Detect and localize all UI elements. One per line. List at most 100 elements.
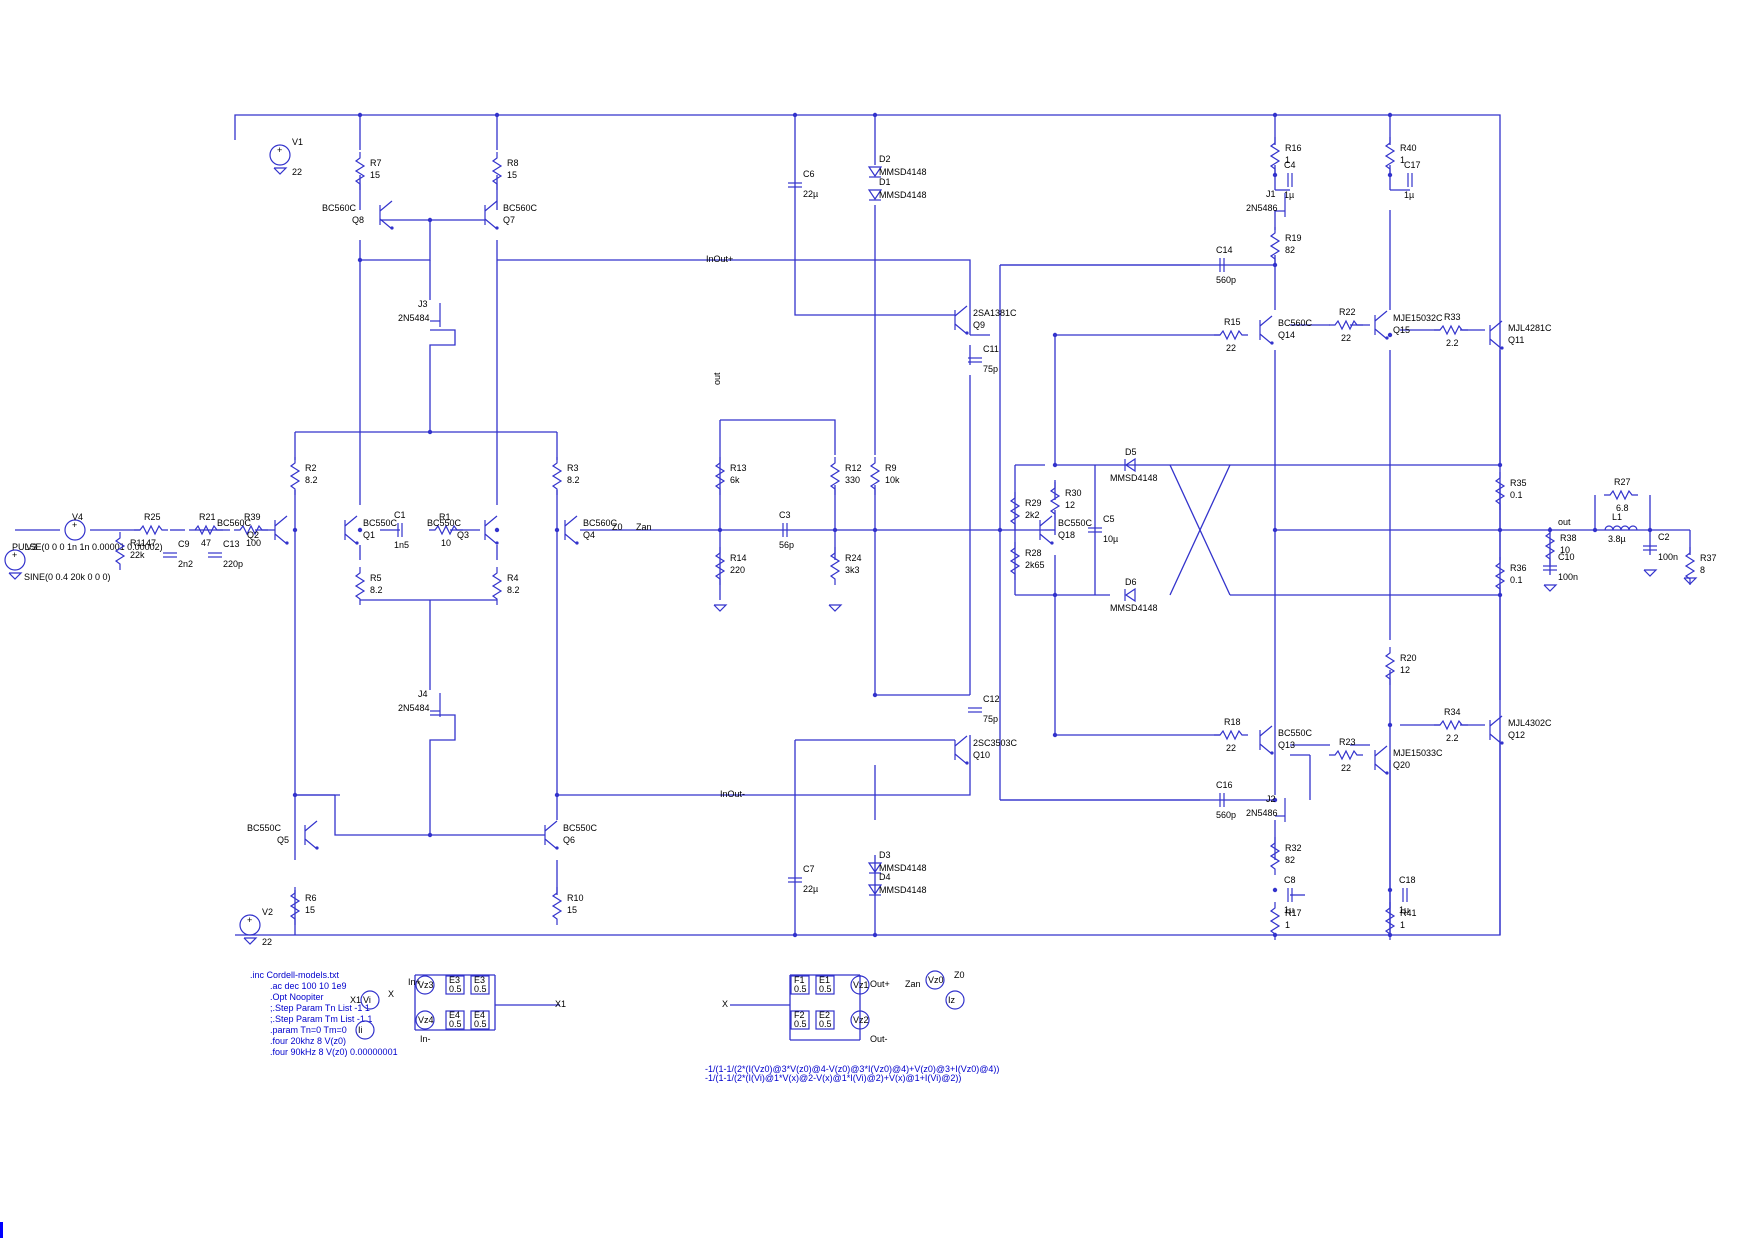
junction-dot <box>792 112 798 118</box>
resistor-symbol <box>1009 542 1021 580</box>
transistor-emitter <box>954 753 968 765</box>
transistor-name: Q11 <box>1508 335 1524 345</box>
junction-dot <box>872 932 878 938</box>
diode-name: D6 <box>1125 577 1137 587</box>
net-label-zan: Zan <box>636 522 652 532</box>
diode-triangle <box>1124 457 1136 473</box>
resistor-symbol <box>1434 324 1468 336</box>
ground-symbol <box>828 604 843 612</box>
diode-triangle <box>1124 587 1136 603</box>
resistor-name: R9 <box>885 463 897 473</box>
capacitor-name: C3 <box>779 510 791 520</box>
inductor-coil <box>1628 525 1638 531</box>
resistor-r2: R28.2 <box>289 457 318 495</box>
ground-triangle <box>1683 577 1698 585</box>
transistor-emitter <box>1039 533 1053 545</box>
resistor-name: R38 <box>1560 533 1577 543</box>
resistor-name: R41 <box>1400 908 1417 918</box>
resistor-name: R7 <box>370 158 382 168</box>
junction-dot <box>872 692 878 698</box>
junction-dot <box>1387 722 1393 728</box>
capacitor-value: 1µ <box>1404 190 1414 200</box>
probe-node-label: X1 <box>555 999 566 1009</box>
source-v4: +V4 <box>64 512 86 541</box>
resistor-symbol <box>869 457 881 495</box>
capacitor-value: 1µ <box>1284 190 1294 200</box>
capacitor-name: C10 <box>1558 552 1575 562</box>
resistor-symbol <box>829 547 841 585</box>
capacitor-value: 560p <box>1216 275 1236 285</box>
diode-name: D2 <box>879 154 891 164</box>
junction-dot <box>1387 332 1393 338</box>
junction-dot <box>357 257 363 263</box>
resistor-value: 330 <box>845 475 860 485</box>
v4-spec-text: PULSE(0 0 0 1n 1n 0.00001 0.00002) <box>12 542 163 552</box>
source-plus-sign: + <box>247 915 252 925</box>
transistor-model: BC550C <box>563 823 598 833</box>
resistor-value: 1 <box>1400 920 1405 930</box>
resistor-symbol <box>234 524 268 536</box>
transistor-model: BC550C <box>363 518 398 528</box>
transistor-emitter <box>1374 328 1388 340</box>
junction-dot <box>357 527 363 533</box>
resistor-value: 15 <box>305 905 315 915</box>
resistor-value: 10 <box>441 538 451 548</box>
transistor-emitter <box>484 533 498 545</box>
controlled-source-name: E4 <box>449 1010 460 1020</box>
resistor-symbol <box>1684 547 1696 585</box>
junction-dot <box>717 527 723 533</box>
transistor-name: Q7 <box>503 215 515 225</box>
probe-source-symbol <box>360 990 380 1010</box>
transistor-name: Q2 <box>247 530 259 540</box>
resistor-symbol <box>1384 902 1396 940</box>
resistor-symbol <box>114 532 126 570</box>
resistor-value: 1 <box>1285 155 1290 165</box>
capacitor-value: 22µ <box>803 884 818 894</box>
emitter-arrow <box>1270 751 1274 755</box>
transistor-emitter <box>274 533 288 545</box>
capacitor-name: C11 <box>983 344 999 354</box>
transistor-model: BC550C <box>1058 518 1093 528</box>
resistor-name: R3 <box>567 463 579 473</box>
resistor-name: R40 <box>1400 143 1417 153</box>
junction-dot <box>1592 527 1598 533</box>
source-name: V3 <box>26 542 37 552</box>
resistor-name: R4 <box>507 573 519 583</box>
source-value: 22 <box>292 167 302 177</box>
transistor-name: Q13 <box>1278 740 1295 750</box>
junction-dot <box>872 112 878 118</box>
v4-spec: PULSE(0 0 0 1n 1n 0.00001 0.00002) <box>12 542 163 552</box>
resistor-value: 22 <box>1341 333 1351 343</box>
ground-symbol <box>243 937 258 945</box>
resistor-name: R29 <box>1025 498 1042 508</box>
resistor-value: 8.2 <box>370 585 383 595</box>
resistor-name: R25 <box>144 512 161 522</box>
resistor-value: 8.2 <box>567 475 580 485</box>
junction-dot <box>427 217 433 223</box>
wire-segment <box>429 329 456 432</box>
emitter-arrow <box>1050 541 1054 545</box>
